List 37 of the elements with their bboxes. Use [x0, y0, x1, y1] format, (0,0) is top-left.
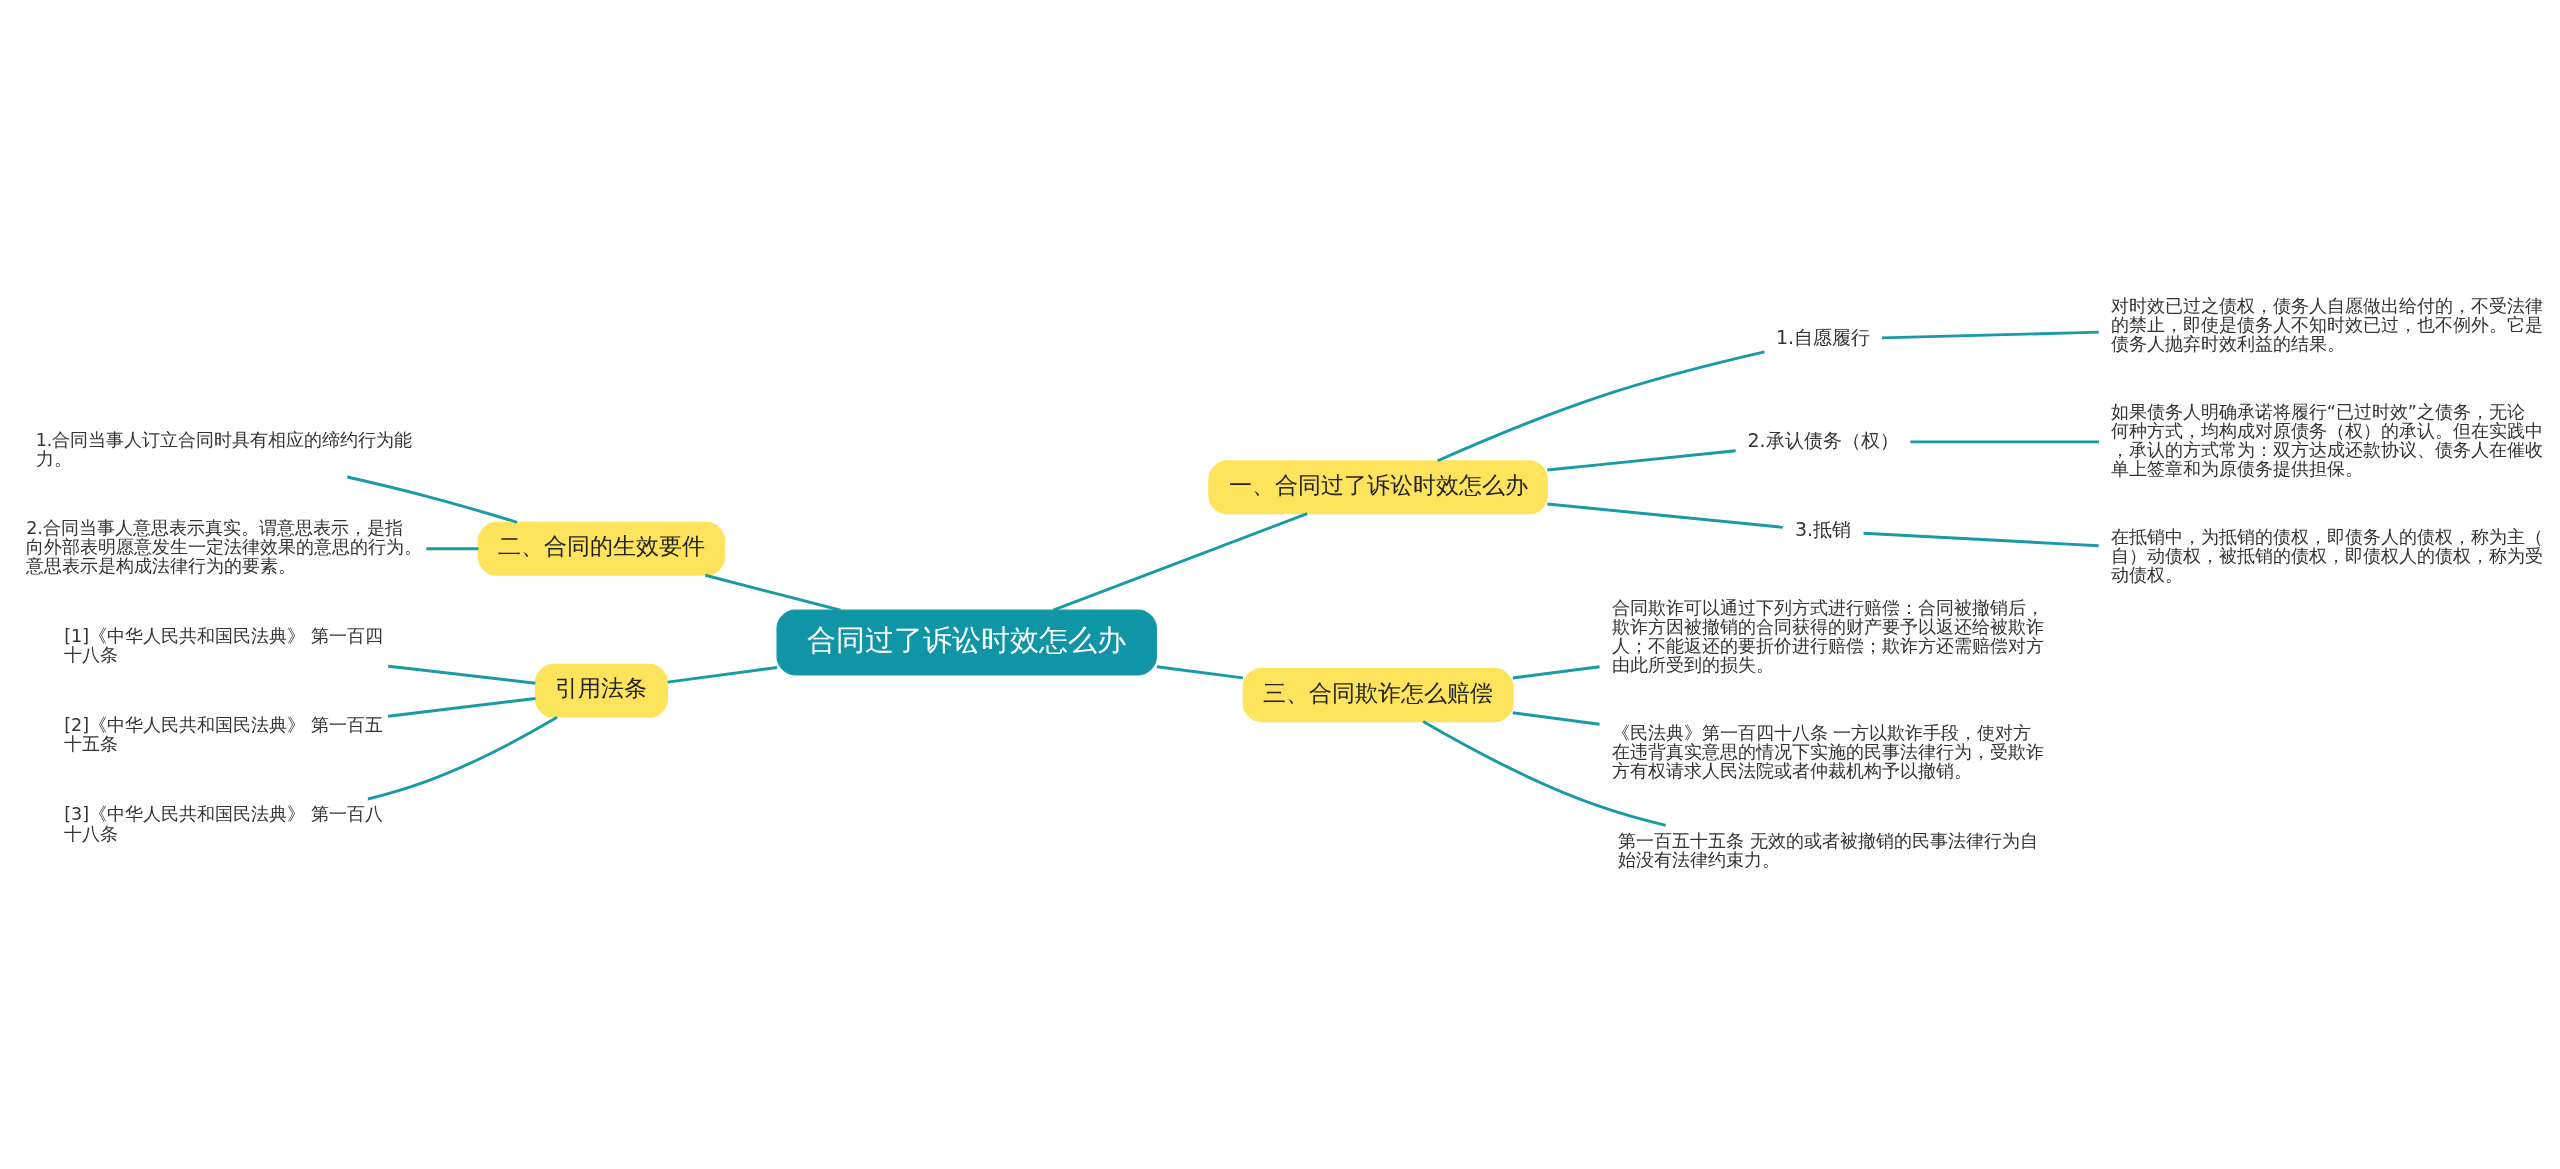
- node-box: 引用法条: [534, 663, 669, 718]
- node-text: [3]《中华人民共和国民法典》 第一百八十八条: [64, 803, 383, 843]
- connector: [1052, 511, 1308, 611]
- node-box: 三、合同欺诈怎么赔偿: [1242, 667, 1514, 722]
- node-text: 在抵销中，为抵销的债权，即债务人的债权，称为主（自）动债权，被抵销的债权，即债权人的债权，称为受动债权。: [2110, 526, 2543, 585]
- node-text: 3.抵销: [1795, 517, 1852, 540]
- connector: [387, 696, 536, 718]
- node-text: 2.承认债务（权）: [1747, 428, 1899, 451]
- connector: [1863, 531, 2099, 547]
- connector: [367, 715, 558, 800]
- node-text: [2]《中华人民共和国民法典》 第一百五十五条: [64, 714, 383, 754]
- connector: [426, 546, 479, 550]
- connector: [1547, 448, 1736, 472]
- node-text: 1.自愿履行: [1776, 325, 1871, 348]
- node-box: 合同过了诉讼时效怎么办: [776, 609, 1158, 675]
- connector: [1437, 349, 1765, 462]
- connector: [1910, 439, 2099, 443]
- connector: [667, 665, 778, 684]
- connector: [346, 475, 518, 524]
- node-text: 1.合同当事人订立合同时具有相应的缔约行为能力。: [35, 429, 413, 469]
- connector: [704, 573, 841, 612]
- node-box: 二、合同的生效要件: [477, 521, 726, 576]
- node-text: [1]《中华人民共和国民法典》 第一百四十八条: [64, 625, 383, 665]
- node-box: 一、合同过了诉讼时效怎么办: [1208, 459, 1548, 514]
- connector: [1422, 719, 1667, 827]
- node-text: 如果债务人明确承诺将履行“已过时效”之债务，无论何种方式，均构成对原债务（权）的承认。但在实践中，承认的方式常为：双方达成还款协议、债务人在催收单上签章和为原债务提供担保。: [2110, 401, 2543, 479]
- connector: [1512, 710, 1600, 726]
- node-text: 合同欺诈可以通过下列方式进行赔偿：合同被撤销后，欺诈方因被撤销的合同获得的财产要予以返还给被欺诈人；不能返还的要折价进行赔偿；欺诈方还需赔偿对方由此所受到的损失。: [1611, 597, 2044, 675]
- connector: [1547, 502, 1783, 529]
- connector: [1156, 664, 1244, 679]
- connector: [387, 664, 536, 685]
- connector: [1512, 664, 1600, 679]
- node-text: 2.合同当事人意思表示真实。谓意思表示，是指向外部表明愿意发生一定法律效果的意思的行为。意思表示是构成法律行为的要素。: [26, 517, 423, 576]
- connector: [1881, 330, 2099, 339]
- node-text: 对时效已过之债权，债务人自愿做出给付的，不受法律的禁止，即使是债务人不知时效已过，也不例外。它是债务人抛弃时效利益的结果。: [2110, 295, 2543, 354]
- node-text: 第一百五十五条 无效的或者被撤销的民事法律行为自始没有法律约束力。: [1618, 830, 2038, 870]
- node-text: 《民法典》第一百四十八条 一方以欺诈手段，使对方在违背真实意思的情况下实施的民事法律行为，受欺诈方有权请求人民法院或者仲裁机构予以撤销。: [1611, 722, 2044, 781]
